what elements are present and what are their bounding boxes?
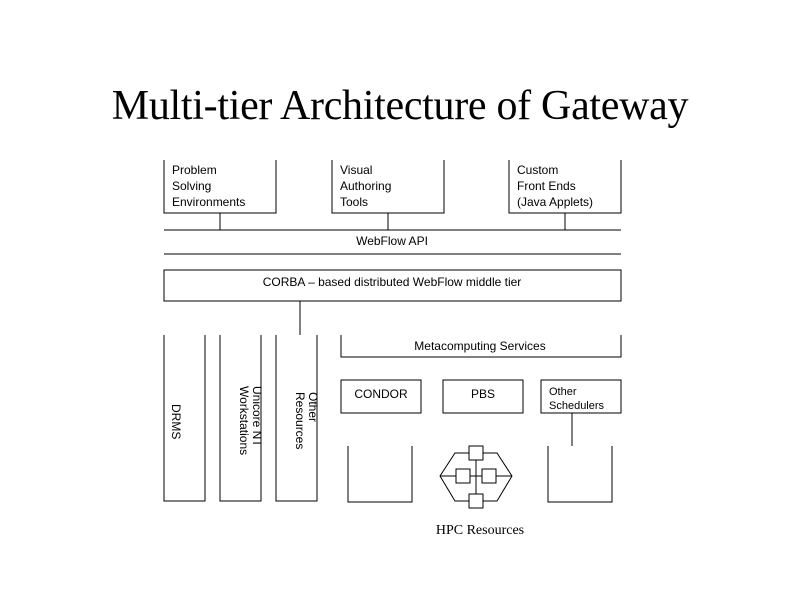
front-end-visual-authoring: Visual Authoring Tools <box>331 160 445 230</box>
front-end-line: Visual <box>340 163 372 177</box>
hpc-resources-label: HPC Resources <box>436 523 524 538</box>
front-end-line: Tools <box>340 195 368 209</box>
hpc-network-icon <box>439 445 513 509</box>
scheduler-other: Other Schedulers <box>540 379 622 414</box>
hpc-container <box>347 446 413 503</box>
metacomputing-services: Metacomputing Services <box>340 335 622 358</box>
front-end-line: (Java Applets) <box>517 195 593 209</box>
scheduler-pbs: PBS <box>442 379 524 414</box>
resource-column-drms: DRMS <box>163 335 206 502</box>
webflow-api-label: WebFlow API <box>356 234 428 248</box>
scheduler-label: CONDOR <box>354 387 408 401</box>
front-end-line: Custom <box>517 163 558 177</box>
front-end-line: Solving <box>172 179 211 193</box>
scheduler-label: Schedulers <box>549 400 605 412</box>
corba-middle-tier: CORBA – based distributed WebFlow middle… <box>163 269 622 302</box>
scheduler-condor: CONDOR <box>340 379 422 414</box>
webflow-api-band: WebFlow API <box>164 229 621 255</box>
corba-tier-label: CORBA – based distributed WebFlow middle… <box>263 275 522 289</box>
resource-label: Workstations <box>237 386 251 455</box>
resource-label: Other <box>306 392 320 422</box>
metacomputing-label: Metacomputing Services <box>414 339 545 353</box>
resource-label: Unicore NT <box>250 386 264 447</box>
resource-column-unicore: Unicore NT Workstations <box>219 335 264 502</box>
hpc-container <box>547 446 613 503</box>
scheduler-label: PBS <box>471 387 495 401</box>
front-end-line: Front Ends <box>517 179 576 193</box>
front-end-line: Environments <box>172 195 245 209</box>
resource-label: Resources <box>293 392 307 449</box>
front-end-line: Authoring <box>340 179 391 193</box>
resource-column-other: Other Resources <box>275 335 320 502</box>
front-end-problem-solving: Problem Solving Environments <box>163 160 277 230</box>
page-title: Multi-tier Architecture of Gateway <box>111 83 689 129</box>
front-end-line: Problem <box>172 163 217 177</box>
resource-label: DRMS <box>169 404 183 439</box>
scheduler-label: Other <box>549 386 577 398</box>
front-end-custom: Custom Front Ends (Java Applets) <box>508 160 622 230</box>
